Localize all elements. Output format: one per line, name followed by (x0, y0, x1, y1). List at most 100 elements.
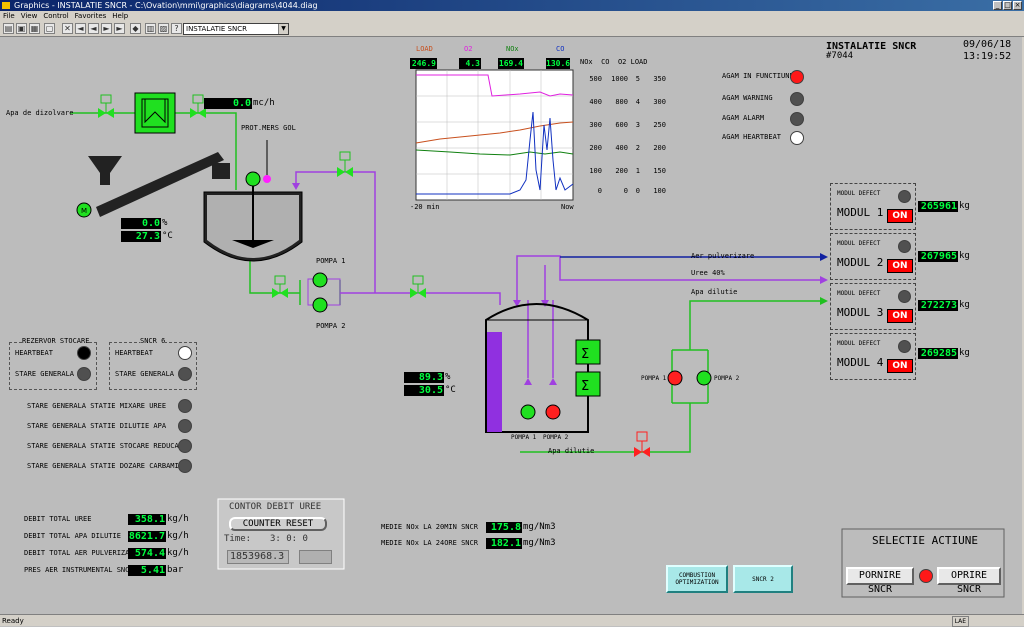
counter-reset-button[interactable]: COUNTER RESET (229, 517, 327, 531)
module-3-value: 272273 (918, 300, 958, 311)
module-defect-label: MODUL DEFECT (837, 240, 881, 247)
trend-label-load: LOAD (416, 45, 433, 53)
status-indicator: LAE (951, 616, 969, 627)
settings-icon[interactable]: ▨ (158, 23, 169, 34)
trend-o2-line (416, 74, 574, 97)
vertical-scrollbar[interactable] (1022, 37, 1024, 614)
dilution-pump-1-icon (667, 370, 683, 386)
trend-value-co: 130.6 (546, 58, 571, 69)
last-icon[interactable]: ► (114, 23, 125, 34)
menu-control[interactable]: Control (43, 12, 69, 20)
module-name: MODUL 2 (837, 256, 884, 269)
hopper-icon (88, 156, 122, 185)
pompa1-label: POMPA 1 (316, 257, 346, 265)
help-icon[interactable]: ? (171, 23, 182, 34)
first-icon[interactable]: ◄ (75, 23, 86, 34)
module-state-button[interactable]: ON (887, 259, 913, 273)
maximize-button[interactable]: □ (1003, 1, 1012, 10)
rezervor-heartbeat-light (77, 346, 91, 360)
trend-value-load: 246.9 (410, 58, 437, 69)
module-defect-light (898, 340, 911, 353)
module-2-panel[interactable]: MODUL DEFECT MODUL 2 ON (830, 233, 916, 280)
debit-uree-label: DEBIT TOTAL UREE (24, 515, 92, 523)
back-icon[interactable]: ◄ (88, 23, 99, 34)
urea-arrow (820, 276, 828, 284)
folder-icon[interactable]: ▣ (16, 23, 27, 34)
trend-scale-header: NOx CO O2 LOAD (580, 58, 648, 66)
station-stocare-light (178, 439, 192, 453)
module-state-button[interactable]: ON (887, 359, 913, 373)
module-1-unit: kg (959, 201, 970, 211)
debit-aer-unit: kg/h (167, 548, 189, 558)
menu-file[interactable]: File (3, 12, 15, 20)
sncr6-title: SNCR 6 (140, 337, 166, 346)
motor-m-label: M (81, 207, 87, 215)
page-title: INSTALATIE SNCR (826, 41, 917, 52)
module-state-button[interactable]: ON (887, 309, 913, 323)
reactor-level-value: 89.3 (404, 372, 444, 383)
module-state-button[interactable]: ON (887, 209, 913, 223)
sncr6-heartbeat-light (178, 346, 192, 360)
status-light-heartbeat (790, 131, 804, 145)
medie-20min-label: MEDIE NOx LA 20MIN SNCR (381, 523, 478, 531)
tank-level-unit: % (162, 218, 168, 228)
chevron-down-icon[interactable]: ▼ (278, 24, 288, 34)
sncr6-stare-light (178, 367, 192, 381)
reactor-pump-2-icon (545, 404, 561, 420)
rezervor-title: REZERVOR STOCARE (22, 337, 90, 346)
trend-plot (415, 69, 574, 201)
save-icon[interactable]: ▦ (29, 23, 40, 34)
stop-icon[interactable]: ◆ (130, 23, 141, 34)
print-icon[interactable]: ▥ (145, 23, 156, 34)
heat-exchanger-icon-2 (575, 371, 601, 397)
dilution-arrow (820, 297, 828, 305)
module-2-unit: kg (959, 251, 970, 261)
debit-aer-label: DEBIT TOTAL AER PULVERIZARE (24, 549, 138, 557)
reactor-level-bar (487, 332, 502, 432)
sncr2-button[interactable]: SNCR 2 (733, 565, 793, 593)
close-button[interactable]: × (1013, 1, 1022, 10)
pump-1-icon (312, 272, 328, 288)
reactor-pompa2-label: POMPA 2 (543, 434, 569, 441)
flow-unit: mc/h (253, 98, 275, 108)
reactor-pump-1-icon (520, 404, 536, 420)
agitator-blade (232, 240, 274, 248)
menu-favorites[interactable]: Favorites (74, 12, 107, 20)
delete-icon[interactable]: ✕ (62, 23, 73, 34)
station-dilutie-label: STARE GENERALA STATIE DILUTIE APA (27, 422, 167, 430)
open-icon[interactable]: ▤ (3, 23, 14, 34)
rezervor-stare-light (77, 367, 91, 381)
diagram-select[interactable]: INSTALATIE SNCR▼ (183, 23, 289, 35)
forward-icon[interactable]: ► (101, 23, 112, 34)
trend-label-co: CO (556, 45, 565, 53)
debit-apa-unit: kg/h (167, 531, 189, 541)
medie-24ore-unit: mg/Nm3 (523, 538, 556, 548)
oprire-sncr-button[interactable]: OPRIRE SNCR (937, 567, 1001, 595)
reactor-pompa1-label: POMPA 1 (511, 434, 537, 441)
pornire-sncr-button[interactable]: PORNIRE SNCR (846, 567, 914, 595)
station-stocare-label: STARE GENERALA STATIE STOCARE REDUCATOR (27, 442, 192, 450)
minimize-button[interactable]: _ (993, 1, 1002, 10)
dilution-pompa2-label: POMPA 2 (714, 375, 740, 382)
module-3-panel[interactable]: MODUL DEFECT MODUL 3 ON (830, 283, 916, 330)
trend-x-start: -20 min (410, 203, 440, 211)
menu-view[interactable]: View (20, 12, 38, 20)
trend-x-end: Now (561, 203, 574, 211)
sncr-state-light (919, 569, 933, 583)
module-defect-label: MODUL DEFECT (837, 190, 881, 197)
copy-icon[interactable]: ▢ (44, 23, 55, 34)
time-display: 13:19:52 (963, 51, 1012, 62)
module-defect-label: MODUL DEFECT (837, 290, 881, 297)
valve-icon (98, 94, 114, 118)
pres-aer-label: PRES AER INSTRUMENTAL SNCR (24, 566, 134, 574)
module-4-panel[interactable]: MODUL DEFECT MODUL 4 ON (830, 333, 916, 380)
combustion-optimization-button[interactable]: COMBUSTION OPTIMIZATION (666, 565, 728, 593)
air-arrow (820, 253, 828, 261)
contor-total: 1853968.3 (227, 550, 289, 564)
module-1-panel[interactable]: MODUL DEFECT MODUL 1 ON (830, 183, 916, 230)
menu-help[interactable]: Help (112, 12, 129, 20)
tank-temp-unit: °C (162, 231, 173, 241)
